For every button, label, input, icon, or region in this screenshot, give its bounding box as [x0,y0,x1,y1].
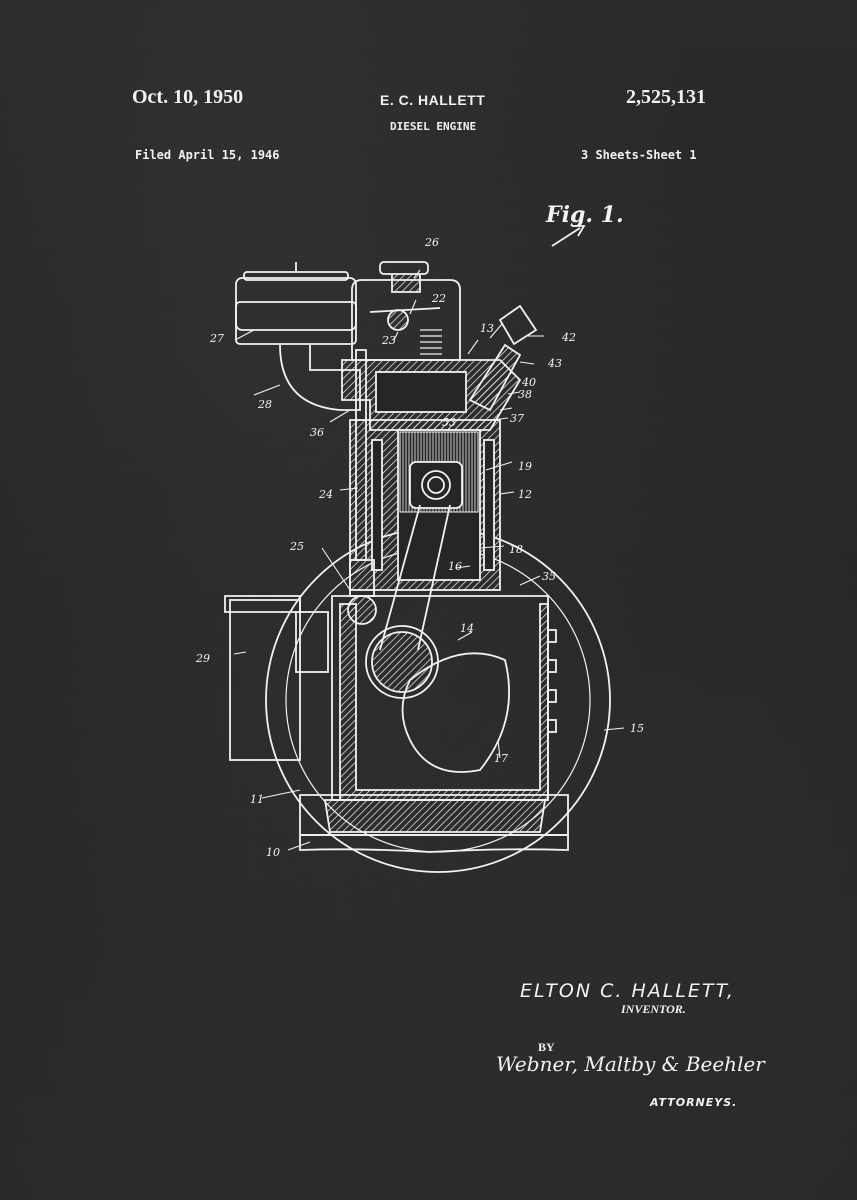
svg-text:42: 42 [561,331,576,344]
svg-text:27: 27 [209,332,224,345]
svg-text:14: 14 [460,622,474,635]
svg-text:40: 40 [521,376,536,389]
svg-text:43: 43 [547,357,562,370]
fuel-filter [229,599,301,761]
svg-text:12: 12 [518,488,532,501]
figure-label: Fig. 1. [546,202,624,228]
svg-text:26: 26 [424,236,439,249]
reference-numerals: 26 22 13 42 43 40 38 37 27 23 28 36 53 1… [195,236,644,859]
sheet-number: 3 Sheets-Sheet 1 [581,148,697,162]
air-filter [235,277,357,331]
patent-number: 2,525,131 [626,86,706,108]
patent-title: DIESEL ENGINE [390,120,477,133]
svg-text:25: 25 [289,540,304,553]
inventor-short-name: E. C. HALLETT [380,92,486,108]
svg-text:38: 38 [518,388,532,401]
svg-text:15: 15 [630,722,644,735]
svg-text:22: 22 [431,292,446,305]
patent-date: Oct. 10, 1950 [132,86,244,108]
svg-text:13: 13 [480,322,494,335]
svg-text:37: 37 [510,412,524,425]
svg-text:28: 28 [257,398,272,411]
attorneys-role: ATTORNEYS. [650,1096,738,1109]
svg-text:19: 19 [518,460,532,473]
figure-arrow-icon [551,225,586,247]
inventor-name: ELTON C. HALLETT, [520,980,735,1002]
counterweight [401,652,510,773]
filed-date: Filed April 15, 1946 [135,148,280,162]
svg-text:23: 23 [381,334,396,347]
crankshaft [371,631,433,693]
inventor-role: INVENTOR. [621,1002,686,1016]
svg-text:16: 16 [448,560,462,573]
svg-text:53: 53 [442,416,456,429]
svg-text:10: 10 [266,846,280,859]
svg-text:11: 11 [250,793,264,806]
svg-text:18: 18 [509,543,523,556]
svg-text:24: 24 [318,488,333,501]
attorneys-signature: Webner, Maltby & Beehler [496,1052,765,1076]
valve-cover [351,279,461,361]
svg-text:36: 36 [310,426,324,439]
svg-text:17: 17 [494,752,508,765]
svg-text:29: 29 [195,652,210,665]
by-label: BY [538,1040,555,1054]
svg-text:35: 35 [542,570,556,583]
